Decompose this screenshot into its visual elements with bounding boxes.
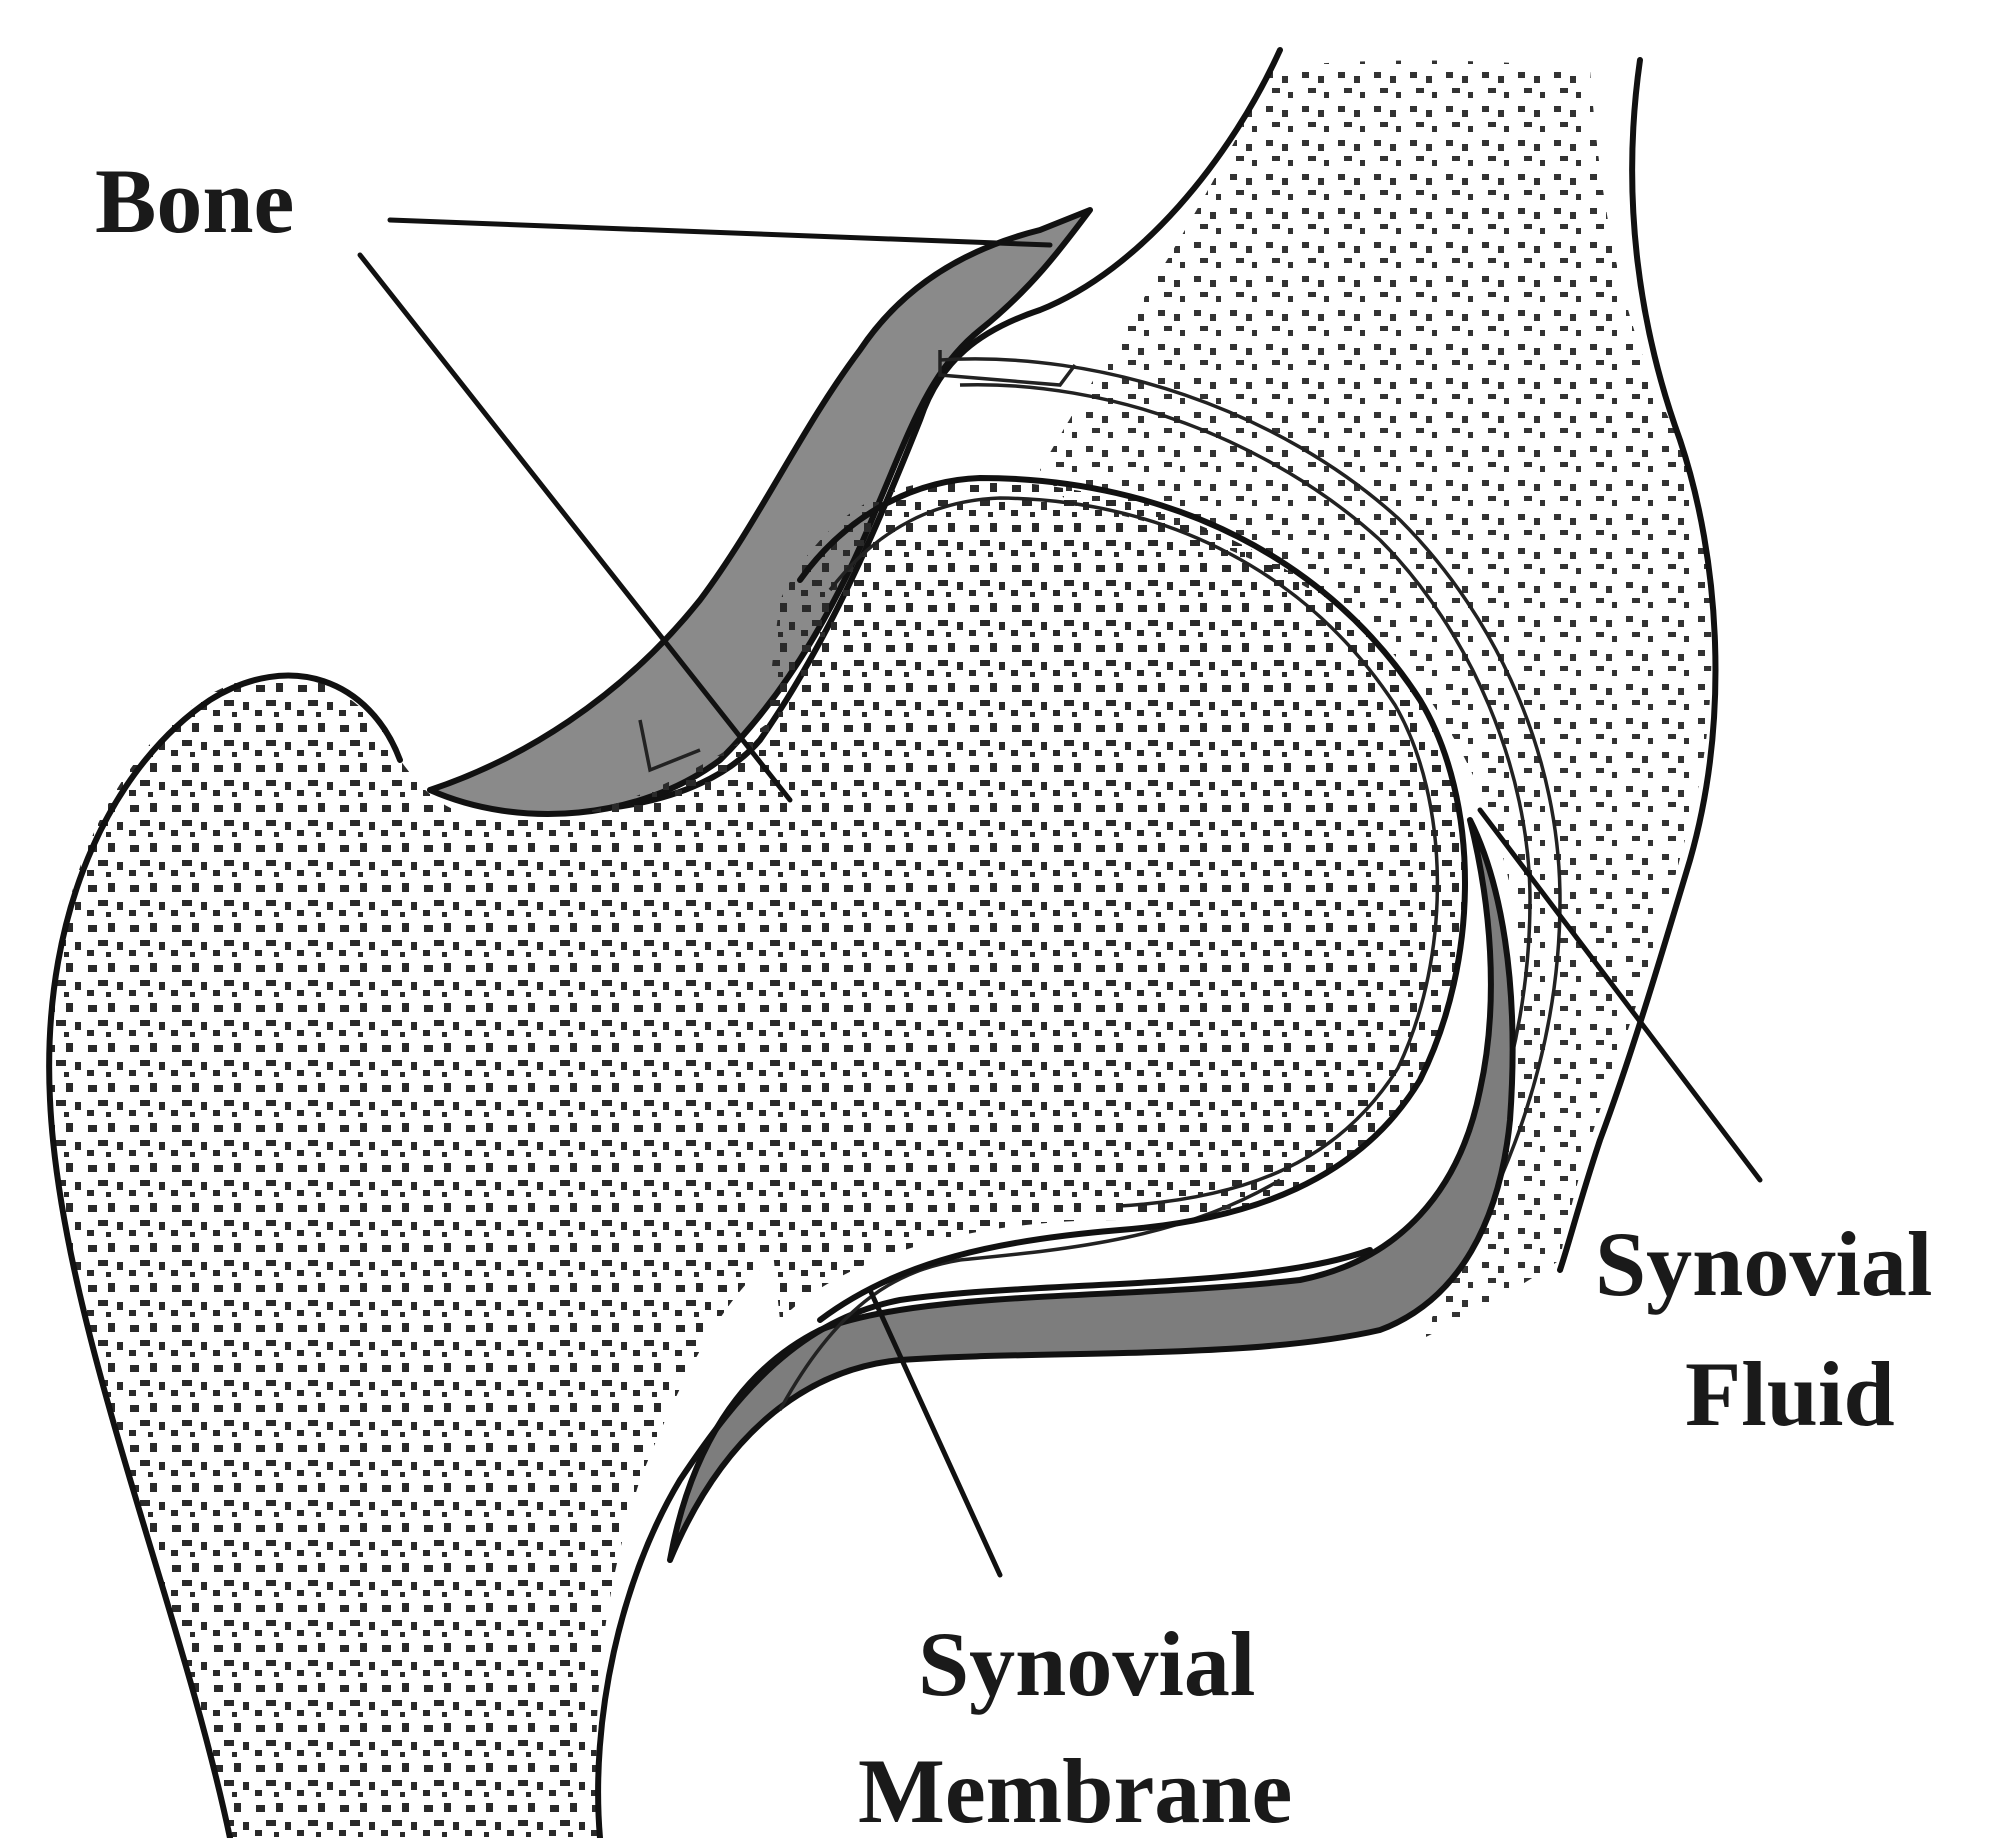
label-bone: Bone: [95, 150, 294, 252]
label-synovial-fluid-line2: Fluid: [1685, 1343, 1895, 1445]
label-synovial-membrane-line1: Synovial: [918, 1613, 1255, 1715]
label-synovial-fluid-line1: Synovial: [1595, 1213, 1932, 1315]
bone-leader-line-1: [390, 220, 1050, 245]
label-synovial-membrane-line2: Membrane: [858, 1740, 1292, 1838]
